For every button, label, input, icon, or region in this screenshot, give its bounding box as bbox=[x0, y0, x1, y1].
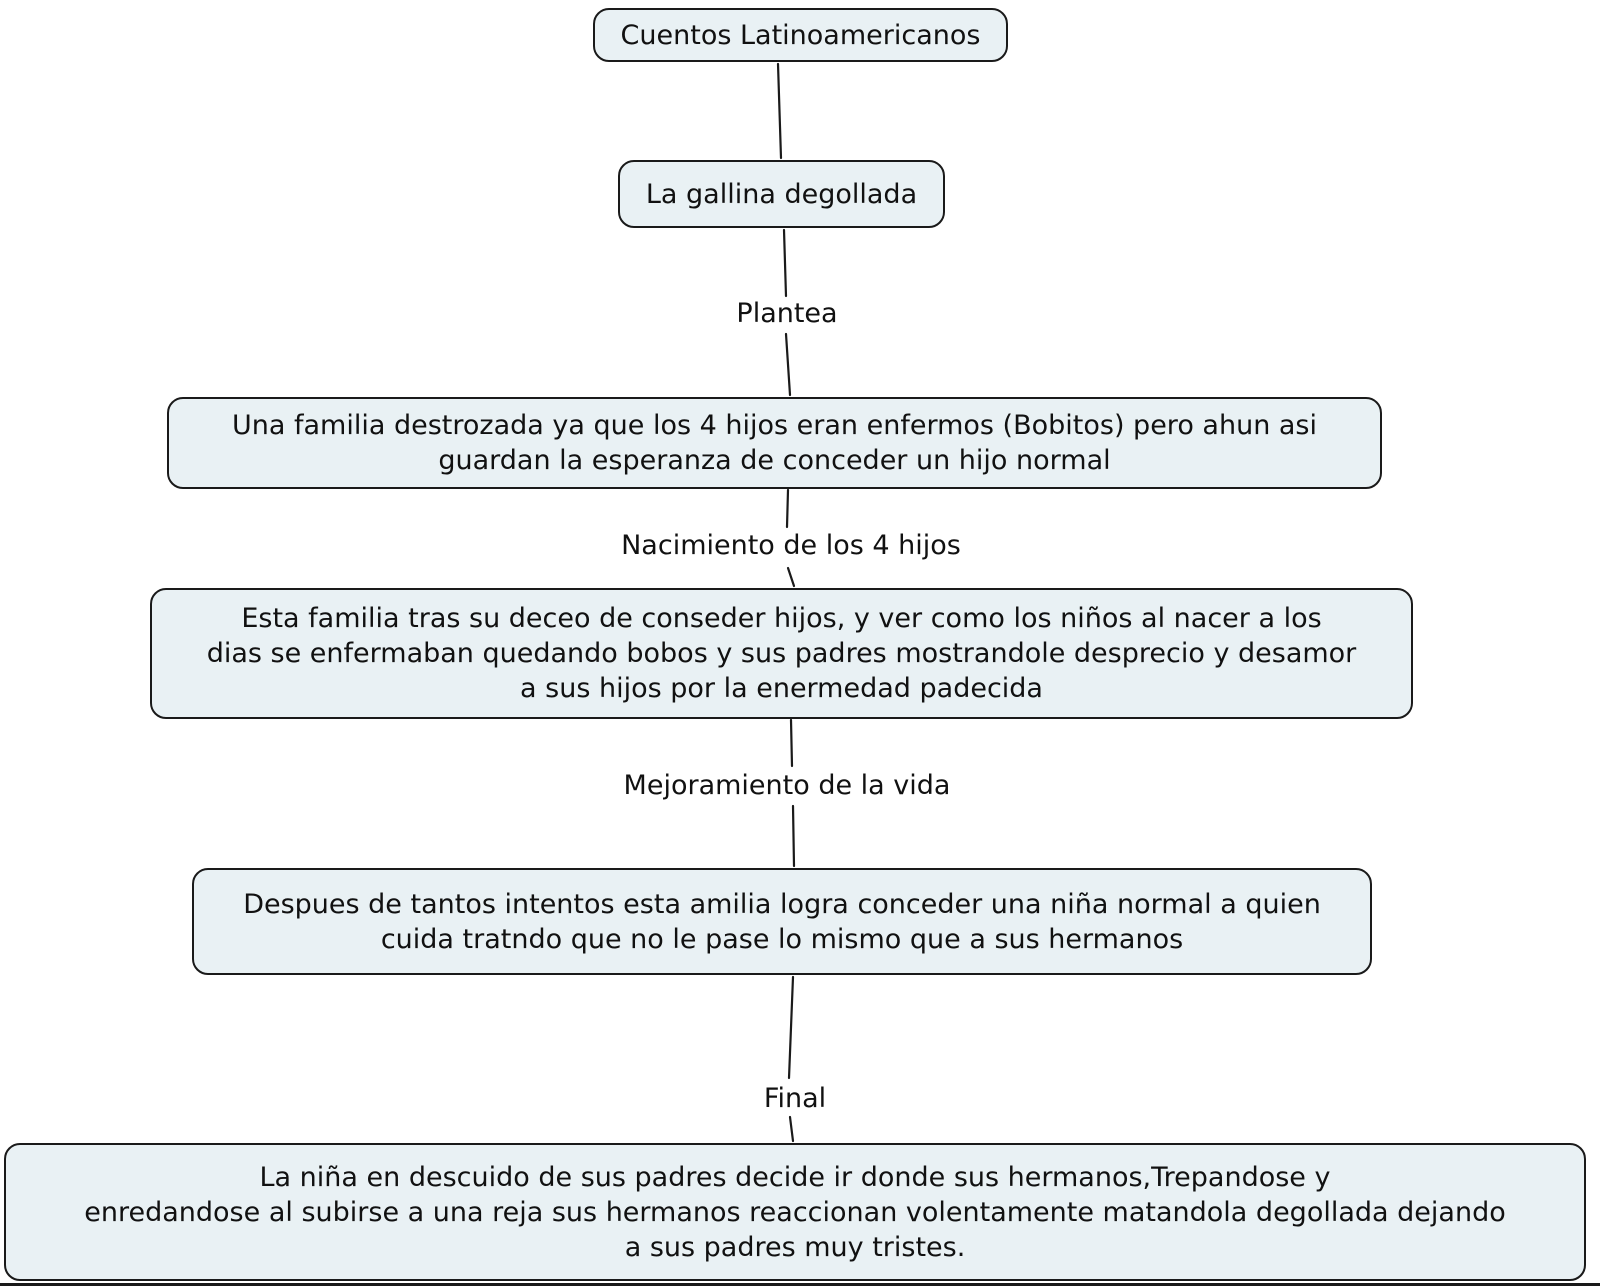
node-la-gallina-degollada[interactable]: La gallina degollada bbox=[618, 160, 945, 228]
node-mejoramiento-description[interactable]: Despues de tantos intentos esta amilia l… bbox=[192, 868, 1372, 975]
connector-mejoramiento-label-to-desc bbox=[791, 804, 796, 868]
connector-desc-to-mejoramiento-label bbox=[789, 718, 794, 768]
connector-story-to-plantea-label bbox=[782, 228, 788, 298]
node-nacimiento-description[interactable]: Esta familia tras su deceo de conseder h… bbox=[150, 588, 1413, 719]
node-label-line: Una familia destrozada ya que los 4 hijo… bbox=[232, 410, 1317, 441]
node-label-line: dias se enfermaban quedando bobos y sus … bbox=[206, 638, 1357, 669]
canvas-bottom-edge bbox=[0, 1283, 1600, 1286]
node-label-line: cuida tratndo que no le pase lo mismo qu… bbox=[380, 923, 1184, 955]
node-label-line: enredandose al subirse a una reja sus he… bbox=[84, 1196, 1506, 1228]
node-cuentos-latinoamericanos[interactable]: Cuentos Latinoamericanos bbox=[593, 8, 1008, 62]
link-label-final[interactable]: Final bbox=[757, 1083, 833, 1115]
connector-desc-to-nacimiento-label bbox=[785, 488, 790, 529]
node-label-line: Despues de tantos intentos esta amilia l… bbox=[243, 888, 1321, 920]
link-label-mejoramiento[interactable]: Mejoramiento de la vida bbox=[617, 770, 957, 802]
connector-plantea-label-to-desc bbox=[784, 332, 792, 397]
node-label-line: guardan la esperanza de conceder un hijo… bbox=[438, 445, 1111, 476]
link-label-plantea[interactable]: Plantea bbox=[730, 298, 844, 330]
node-plantea-description[interactable]: Una familia destrozada ya que los 4 hijo… bbox=[167, 397, 1382, 489]
node-label: Cuentos Latinoamericanos bbox=[620, 19, 981, 51]
node-label-line: a sus hijos por la enermedad padecida bbox=[520, 673, 1043, 704]
node-final-description[interactable]: La niña en descuido de sus padres decide… bbox=[4, 1143, 1586, 1281]
connector-nacimiento-label-to-desc bbox=[786, 566, 796, 588]
node-label-line: Esta familia tras su deceo de conseder h… bbox=[241, 603, 1322, 634]
connector-desc-to-final-label bbox=[787, 975, 795, 1080]
connector-final-label-to-desc bbox=[788, 1115, 795, 1143]
node-label-line: a sus padres muy tristes. bbox=[624, 1231, 966, 1263]
link-label-nacimiento[interactable]: Nacimiento de los 4 hijos bbox=[615, 530, 967, 562]
node-label-line: La niña en descuido de sus padres decide… bbox=[259, 1161, 1331, 1193]
connector-root-to-story bbox=[776, 62, 783, 160]
node-label: La gallina degollada bbox=[645, 178, 918, 210]
